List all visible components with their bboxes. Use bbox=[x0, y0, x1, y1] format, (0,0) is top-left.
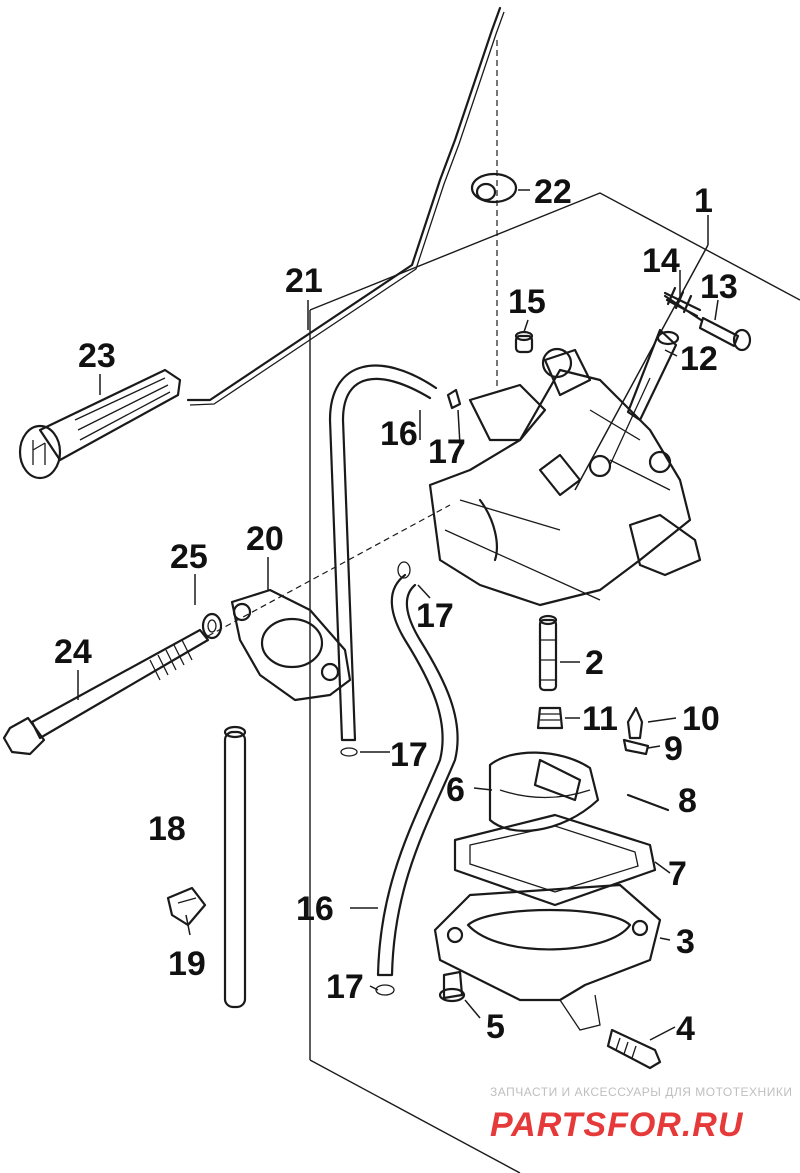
mounting-bolt-part bbox=[2, 504, 451, 756]
float-pin-part bbox=[626, 793, 670, 812]
hose-clip-17-top bbox=[446, 388, 462, 410]
callout-17-lower-left: 17 bbox=[390, 736, 428, 774]
carburetor-body-part bbox=[428, 347, 702, 607]
float-valve-part bbox=[626, 706, 644, 740]
callout-10: 10 bbox=[682, 700, 720, 738]
callout-16-upper: 16 bbox=[380, 415, 418, 453]
choke-knob-part bbox=[18, 368, 182, 480]
main-nozzle-part bbox=[538, 614, 558, 692]
washer-part bbox=[201, 612, 223, 640]
float-part bbox=[488, 751, 600, 832]
tube-clip-part bbox=[166, 886, 207, 927]
callout-20: 20 bbox=[246, 520, 284, 558]
watermark-tagline: ЗАПЧАСТИ И АКСЕССУАРЫ ДЛЯ МОТОТЕХНИКИ bbox=[490, 1085, 792, 1099]
drain-tube-part bbox=[223, 725, 247, 1009]
rod-clip-part bbox=[470, 172, 518, 204]
callout-24: 24 bbox=[54, 633, 92, 671]
valve-clip-part bbox=[622, 738, 650, 756]
callout-16-lower: 16 bbox=[296, 890, 334, 928]
float-chamber-part bbox=[433, 883, 662, 1031]
throttle-stop-screw-part bbox=[698, 316, 752, 352]
callout-18: 18 bbox=[148, 810, 186, 848]
callout-15: 15 bbox=[508, 283, 546, 321]
screw-15-part bbox=[514, 330, 534, 354]
callout-17-lower: 17 bbox=[326, 968, 364, 1006]
callout-9: 9 bbox=[664, 730, 683, 768]
callout-4: 4 bbox=[676, 1010, 695, 1048]
callout-25: 25 bbox=[170, 538, 208, 576]
fuel-hose-lower-part bbox=[375, 561, 459, 996]
callout-14: 14 bbox=[642, 242, 680, 280]
callout-1: 1 bbox=[694, 182, 713, 220]
callout-11: 11 bbox=[582, 700, 618, 738]
watermark-brand: PARTSFOR.RU bbox=[490, 1106, 744, 1144]
drain-screw-part bbox=[606, 1028, 662, 1070]
fuel-hose-upper-part bbox=[328, 364, 438, 757]
callout-3: 3 bbox=[676, 923, 695, 961]
main-jet-part bbox=[536, 706, 564, 730]
callout-7: 7 bbox=[668, 855, 687, 893]
callout-5: 5 bbox=[486, 1008, 505, 1046]
callout-19: 19 bbox=[168, 945, 206, 983]
choke-rod-part bbox=[186, 6, 505, 406]
assembly-frame-bottom bbox=[309, 1059, 521, 1173]
insulator-gasket-part bbox=[230, 588, 352, 702]
callout-8: 8 bbox=[678, 782, 697, 820]
callout-17-upper: 17 bbox=[428, 433, 466, 471]
pilot-screw-part bbox=[609, 328, 680, 466]
callout-6: 6 bbox=[446, 771, 465, 809]
assembly-frame bbox=[309, 192, 800, 311]
callout-13: 13 bbox=[700, 268, 738, 306]
callout-21: 21 bbox=[285, 262, 323, 300]
callout-17-middle: 17 bbox=[416, 597, 454, 635]
chamber-screw-part bbox=[438, 970, 466, 1003]
callout-12: 12 bbox=[680, 340, 718, 378]
leader-lines bbox=[77, 189, 719, 1041]
callout-23: 23 bbox=[78, 337, 116, 375]
float-chamber-gasket-part bbox=[453, 813, 657, 907]
callout-22: 22 bbox=[534, 173, 572, 211]
callout-2: 2 bbox=[585, 644, 604, 682]
